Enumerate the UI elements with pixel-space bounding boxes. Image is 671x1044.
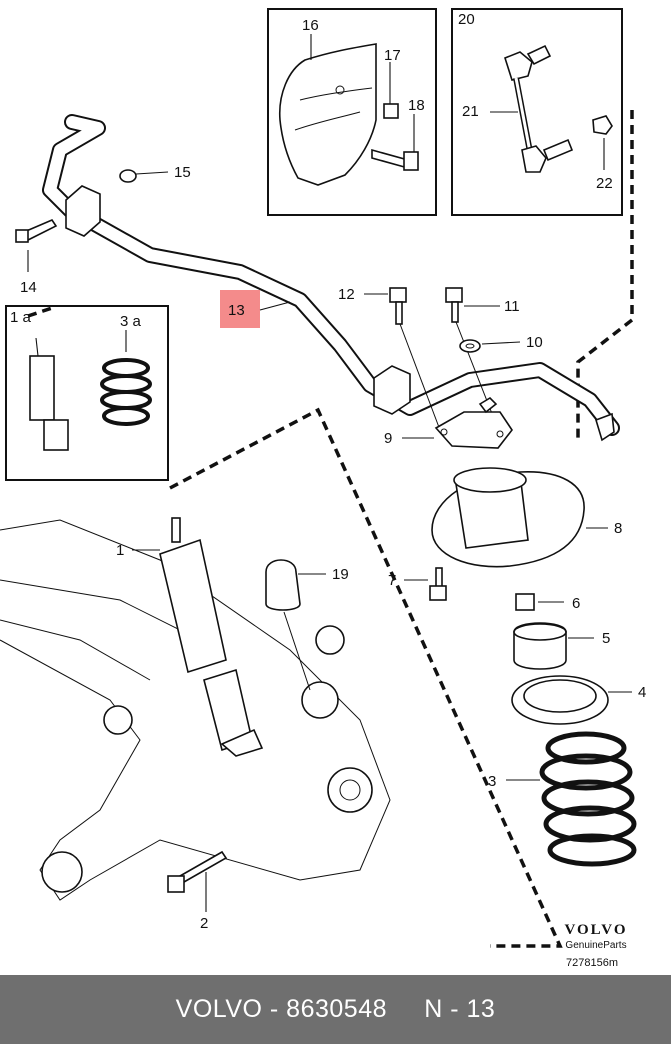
- inset-heat-shield: 16 17 18: [267, 8, 437, 216]
- callout-3a: 3 a: [120, 313, 142, 330]
- callout-5: 5: [602, 630, 610, 647]
- callout-13: 13: [228, 302, 245, 319]
- volvo-branding: VOLVO GenuineParts 7278156m: [564, 922, 627, 969]
- shock-absorber-1: 1: [116, 517, 264, 757]
- callout-3: 3: [488, 773, 496, 790]
- diagram-code: 7278156m: [566, 957, 618, 969]
- bump-stop-19: 19: [265, 559, 349, 691]
- callout-19: 19: [332, 566, 349, 583]
- bolt-2: 2: [167, 850, 228, 932]
- callout-9: 9: [384, 430, 392, 447]
- dashed-guide-main: [169, 407, 563, 948]
- callout-8: 8: [614, 520, 622, 537]
- footer-bar: VOLVO - 8630548 N - 13: [0, 975, 671, 1044]
- callout-14: 14: [20, 279, 37, 296]
- callout-4: 4: [638, 684, 646, 701]
- callout-16: 16: [302, 17, 319, 34]
- callout-17: 17: [384, 47, 401, 64]
- bolt-12: 12: [338, 286, 441, 431]
- genuine-parts-text: GenuineParts: [565, 940, 626, 951]
- callout-20: 20: [458, 11, 475, 28]
- rear-subframe: [0, 519, 391, 901]
- callout-18: 18: [408, 97, 425, 114]
- spring-pad-4: 4: [511, 675, 646, 725]
- volvo-logo-text: VOLVO: [564, 922, 627, 938]
- callout-1a: 1 a: [10, 309, 32, 326]
- callout-6: 6: [572, 595, 580, 612]
- bracket-9: 9: [384, 396, 513, 449]
- footer-brand: VOLVO: [175, 995, 263, 1023]
- highlight-13: [220, 290, 260, 328]
- bolt-14: 14: [15, 219, 58, 296]
- inset-stabilizer-link: 20 21 22: [451, 8, 623, 216]
- callout-12: 12: [338, 286, 355, 303]
- callout-15: 15: [174, 164, 191, 181]
- callout-10: 10: [526, 334, 543, 351]
- bolt-7: 7: [388, 567, 447, 601]
- callout-21: 21: [462, 103, 479, 120]
- stabilizer-bar: 13: [42, 114, 620, 442]
- coil-spring-3: 3: [488, 731, 637, 867]
- nut-6: 6: [515, 593, 580, 612]
- nut-15: 15: [119, 164, 191, 183]
- spring-seat-8: 8: [431, 467, 622, 568]
- callout-7: 7: [388, 572, 396, 589]
- inset-alternatives: 1 a 3 a: [5, 305, 169, 481]
- exploded-parts-diagram: 16 17 18 20 21 22 13 14: [0, 8, 646, 969]
- callout-2: 2: [200, 915, 208, 932]
- footer-ref: N - 13: [424, 995, 496, 1023]
- footer-part-number: 8630548: [286, 995, 387, 1023]
- callout-22: 22: [596, 175, 613, 192]
- bump-stop-5: 5: [513, 622, 610, 670]
- callout-1: 1: [116, 542, 124, 559]
- washer-10: 10: [459, 334, 543, 353]
- callout-11: 11: [504, 298, 520, 315]
